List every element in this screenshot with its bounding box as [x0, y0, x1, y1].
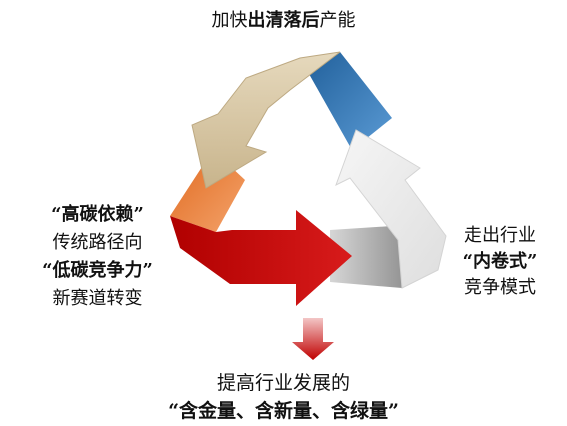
- tan-arrow: [191, 51, 341, 189]
- left-label-line-4: 新赛道转变: [52, 288, 143, 309]
- right-label-line-3: 竞争模式: [464, 277, 536, 298]
- bottom-label-line-1: 提高行业发展的: [216, 372, 350, 394]
- grey-fold-segment: [330, 226, 412, 288]
- top-label-emphasis: 出清落后: [247, 10, 320, 31]
- blue-fold-segment: [300, 52, 392, 150]
- left-label-line-2: 传统路径向: [52, 232, 143, 253]
- bottom-label-line-2: “含金量、含新量、含绿量”: [168, 400, 399, 422]
- left-label: “高碳依赖” 传统路径向 “低碳竞争力” 新赛道转变: [20, 201, 175, 313]
- right-label-line-1: 走出行业: [464, 225, 536, 246]
- left-label-line-1: “高碳依赖”: [51, 204, 144, 225]
- top-label-suffix: 产能: [319, 10, 356, 31]
- red-arrow: [170, 210, 352, 306]
- top-label-prefix: 加快: [211, 10, 248, 31]
- left-label-line-3: “低碳竞争力”: [42, 260, 153, 281]
- right-label: 走出行业 “内卷式” 竞争模式: [445, 223, 555, 301]
- right-label-line-2: “内卷式”: [462, 251, 538, 272]
- down-arrow: [292, 318, 334, 360]
- top-label: 加快出清落后产能: [0, 10, 567, 32]
- bottom-label: 提高行业发展的 “含金量、含新量、含绿量”: [0, 369, 567, 425]
- light-grey-arrow: [335, 129, 447, 289]
